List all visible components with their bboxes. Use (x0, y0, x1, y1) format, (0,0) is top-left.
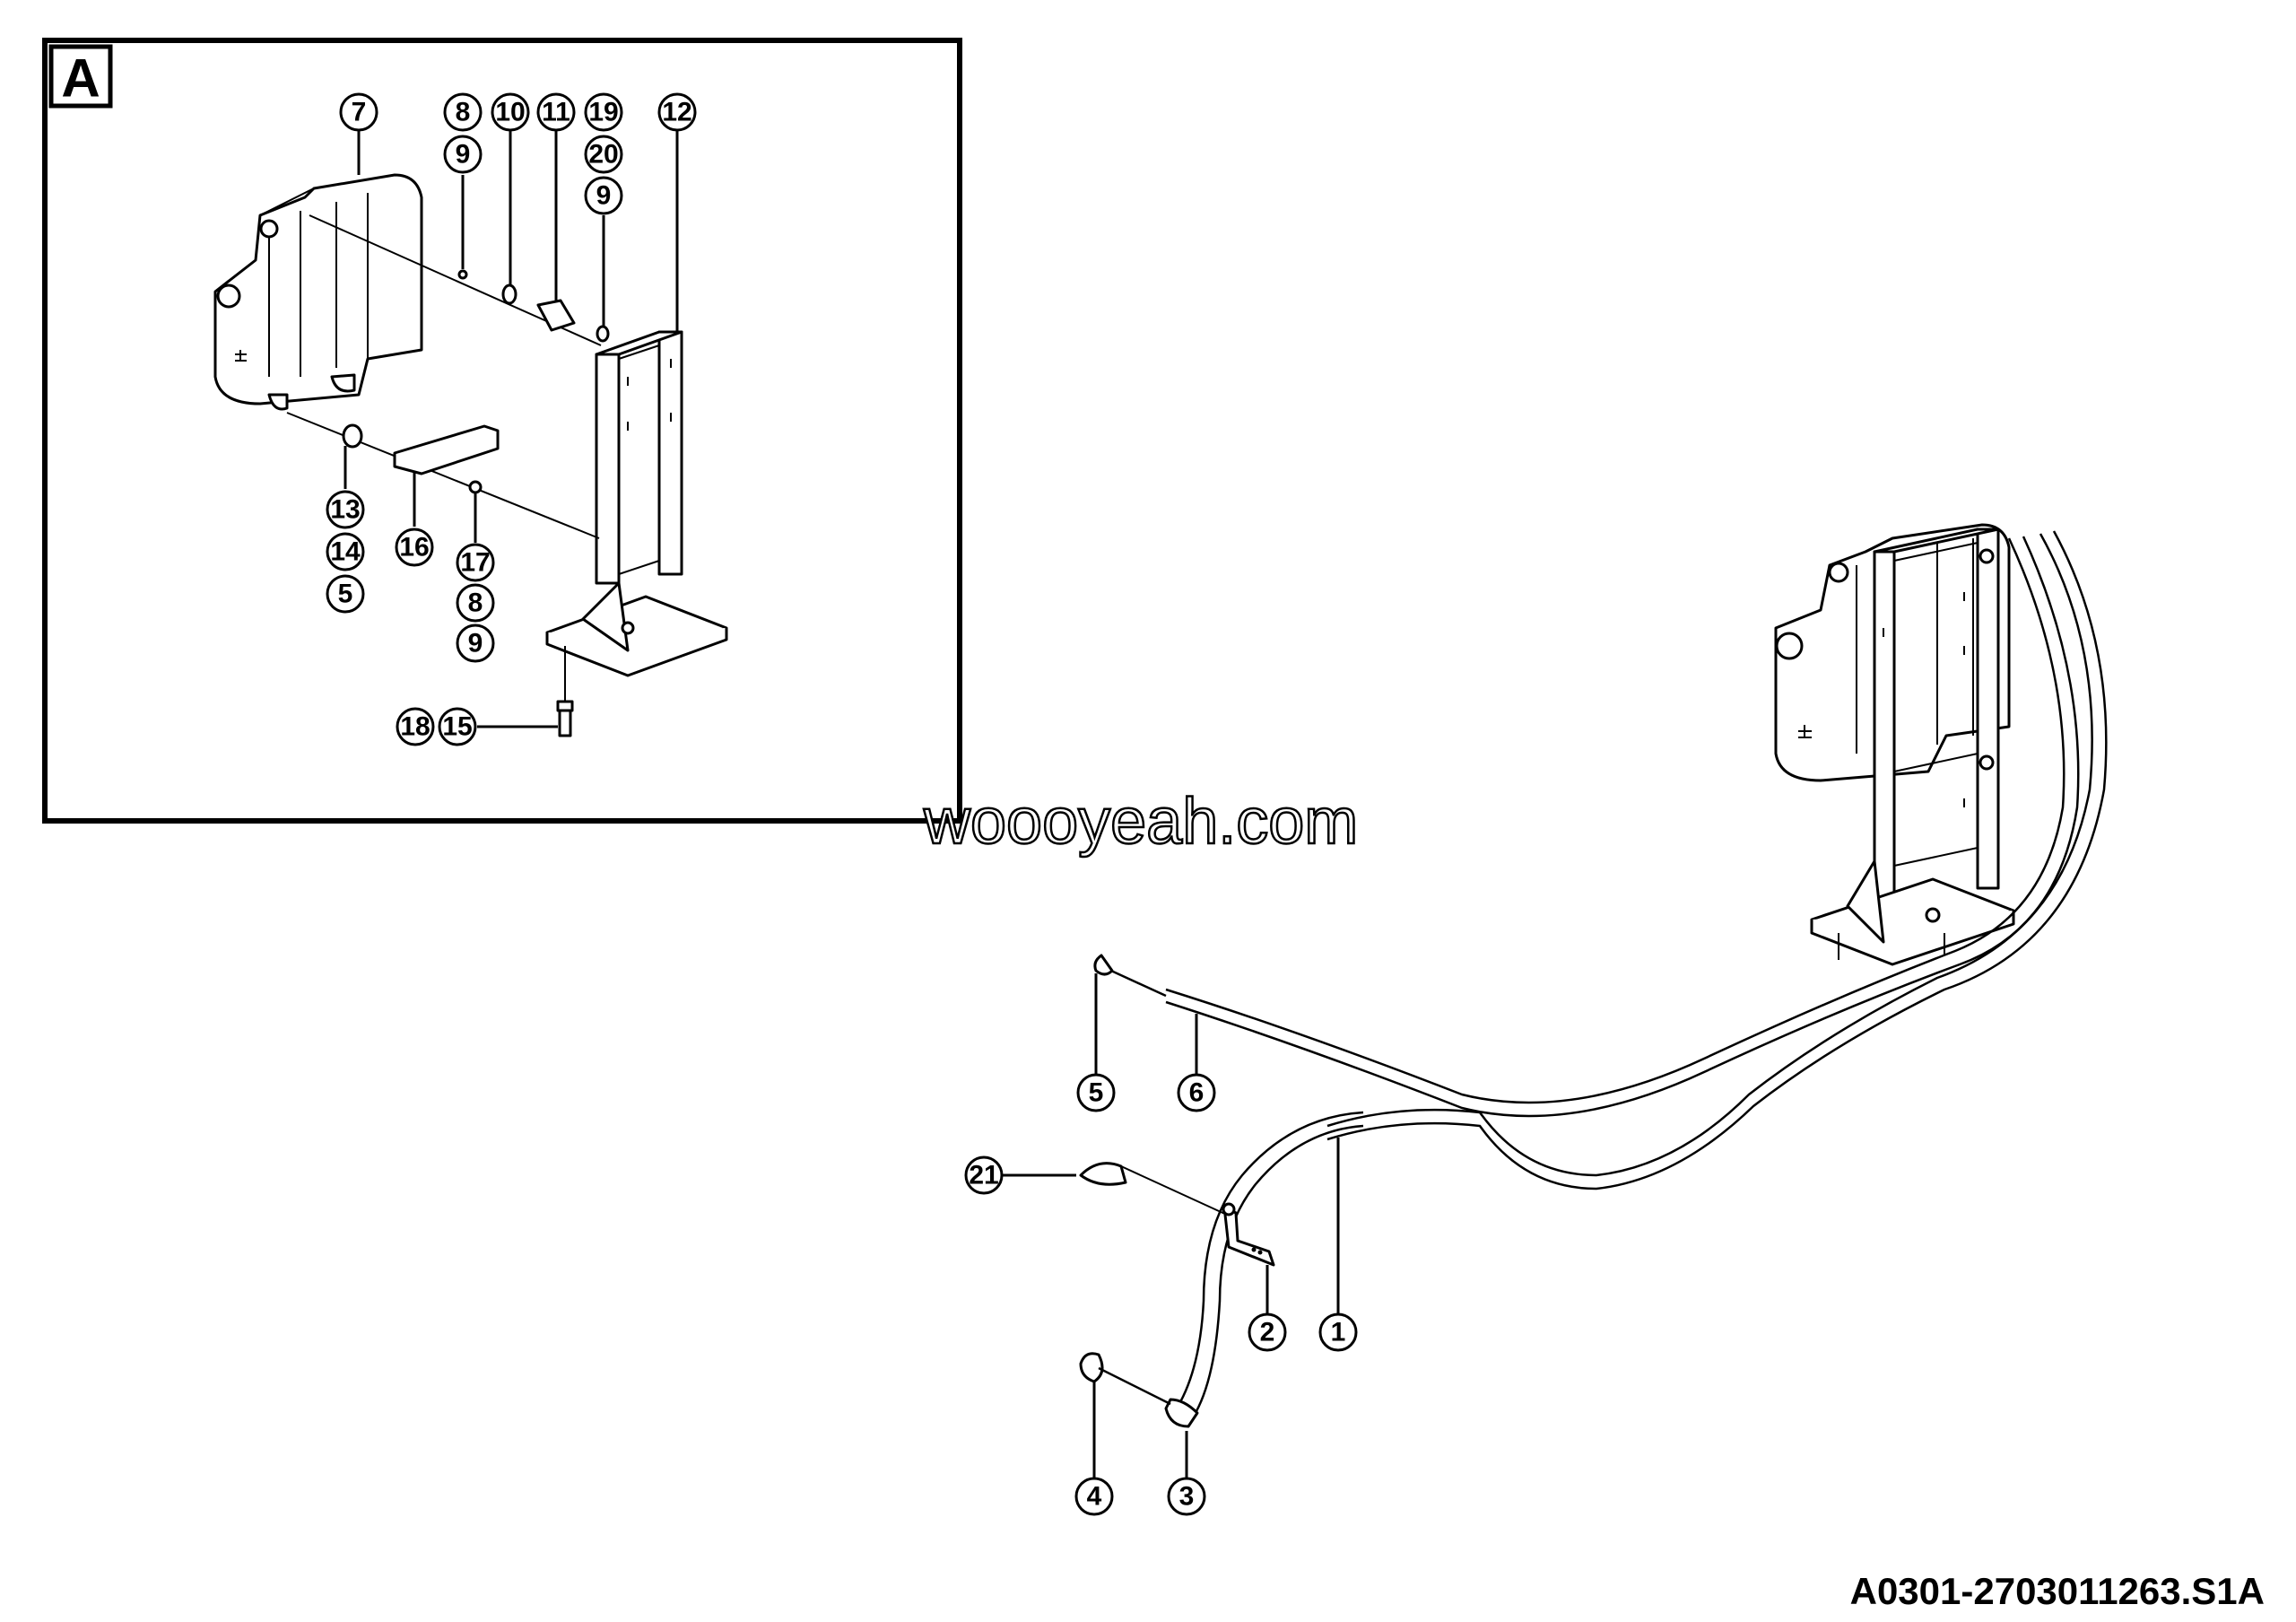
svg-text:19: 19 (588, 98, 618, 127)
callout-9-c: 9 (456, 624, 495, 663)
watermark: woooyeah.com (923, 786, 1358, 858)
callout-8: 8 (443, 92, 483, 132)
callout-3: 3 (1167, 1477, 1206, 1516)
svg-text:16: 16 (399, 533, 429, 562)
callout-13: 13 (326, 490, 365, 529)
coolant-tank-assembly-drawing (1774, 523, 2015, 966)
hose-bundle-drawing (1079, 530, 2108, 1428)
svg-text:9: 9 (468, 629, 483, 658)
callout-19: 19 (584, 92, 623, 132)
svg-text:10: 10 (495, 98, 525, 127)
svg-text:6: 6 (1189, 1078, 1205, 1108)
svg-text:8: 8 (456, 98, 471, 127)
svg-text:18: 18 (400, 712, 430, 742)
callout-17: 17 (456, 543, 495, 582)
callout-15: 15 (438, 707, 477, 746)
fastener-set-lower (286, 412, 600, 539)
callout-10: 10 (491, 92, 530, 132)
callout-16: 16 (395, 528, 434, 567)
svg-text:8: 8 (468, 589, 483, 618)
callout-6: 6 (1177, 1073, 1216, 1112)
main-assembly: 5 6 21 2 1 4 3 (964, 523, 2108, 1516)
callout-8-b: 8 (456, 583, 495, 623)
inset-tag-box (48, 44, 113, 109)
callout-1: 1 (1318, 1312, 1358, 1352)
callout-14: 14 (326, 532, 365, 571)
svg-text:5: 5 (338, 580, 353, 609)
svg-text:13: 13 (330, 495, 360, 525)
inset-tag-label: A (61, 48, 100, 109)
callout-5-a: 5 (326, 574, 365, 614)
bracket-frame-drawing (545, 330, 728, 677)
bolt-drawing (556, 646, 574, 737)
callout-2: 2 (1248, 1312, 1287, 1352)
svg-text:2: 2 (1260, 1318, 1275, 1347)
callout-18: 18 (396, 707, 435, 746)
svg-text:5: 5 (1089, 1078, 1104, 1108)
callout-9: 9 (443, 135, 483, 174)
svg-text:20: 20 (588, 140, 618, 170)
svg-text:12: 12 (662, 98, 691, 127)
callout-5-b: 5 (1076, 1073, 1116, 1112)
svg-text:14: 14 (330, 537, 361, 567)
svg-text:11: 11 (542, 98, 570, 127)
inset-frame (42, 38, 962, 824)
callout-7: 7 (339, 92, 378, 132)
svg-text:3: 3 (1179, 1482, 1195, 1512)
fastener-set-upper (309, 214, 610, 346)
svg-text:9: 9 (456, 140, 471, 170)
callout-20: 20 (584, 135, 623, 174)
svg-text:17: 17 (460, 548, 490, 578)
svg-text:15: 15 (442, 712, 472, 742)
svg-text:4: 4 (1087, 1482, 1102, 1512)
drawing-code: A0301-2703011263.S1A (1850, 1570, 2265, 1612)
inset-a: A (42, 38, 962, 824)
callout-11: 11 (536, 92, 576, 132)
svg-text:1: 1 (1331, 1318, 1346, 1347)
callout-12: 12 (657, 92, 697, 132)
callout-21: 21 (964, 1155, 1004, 1195)
svg-text:7: 7 (352, 98, 367, 127)
coolant-tank-drawing (213, 173, 423, 411)
callout-9-b: 9 (584, 176, 623, 215)
callout-4: 4 (1074, 1477, 1114, 1516)
svg-text:21: 21 (969, 1161, 998, 1190)
svg-text:9: 9 (596, 181, 612, 211)
